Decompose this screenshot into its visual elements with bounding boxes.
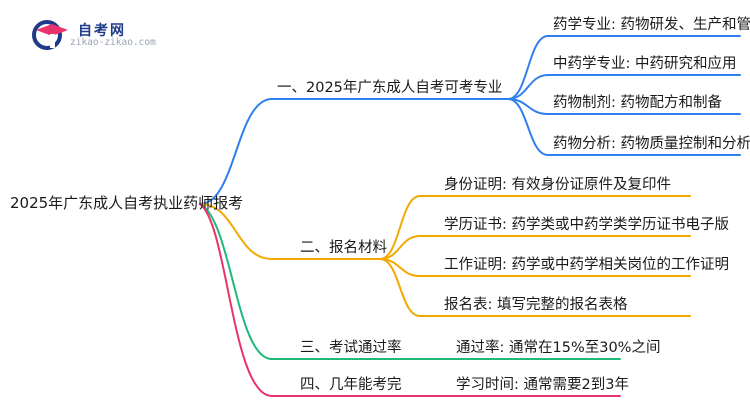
branch2-child2: 学历证书: 药学类或中药学类学历证书电子版 (444, 217, 729, 233)
root-node: 2025年广东成人自考执业药师报考 (10, 194, 244, 212)
connector-root-branch2 (199, 203, 273, 260)
branch2-label: 二、报名材料 (300, 240, 387, 256)
branch4-child1: 学习时间: 通常需要2到3年 (456, 377, 629, 393)
branch1-child3: 药物制剂: 药物配方和制备 (553, 95, 722, 111)
branch3-label: 三、考试通过率 (300, 340, 402, 356)
branch2-child4: 报名表: 填写完整的报名表格 (444, 297, 628, 313)
branch1-child1: 药学专业: 药物研发、生产和管理 (553, 17, 750, 33)
connector-root-branch1 (199, 98, 273, 205)
connector-branch1-child2 (507, 74, 549, 100)
branch3-child1: 通过率: 通常在15%至30%之间 (456, 340, 661, 356)
branch2-child1: 身份证明: 有效身份证原件及复印件 (444, 177, 671, 193)
connector-branch1-child4 (507, 98, 549, 156)
branch1-label: 一、2025年广东成人自考可考专业 (277, 80, 503, 96)
connector-root-branch4 (199, 203, 273, 397)
branch2-child3: 工作证明: 药学或中药学相关岗位的工作证明 (444, 257, 729, 273)
branch4-label: 四、几年能考完 (300, 377, 402, 393)
logo-graduation-icon (32, 20, 68, 50)
site-logo[interactable]: 自考网 zikao-zikao.com (30, 18, 170, 50)
logo-url: zikao-zikao.com (70, 37, 156, 48)
branch1-child4: 药物分析: 药物质量控制和分析技术 (553, 136, 750, 152)
connector-branch2-child4 (379, 258, 421, 317)
logo-name: 自考网 (78, 23, 126, 39)
branch1-child2: 中药学专业: 中药研究和应用 (553, 56, 737, 72)
connector-branch2-child1 (379, 195, 421, 260)
connector-branch1-child1 (507, 35, 549, 100)
connector-root-branch3 (199, 203, 273, 360)
